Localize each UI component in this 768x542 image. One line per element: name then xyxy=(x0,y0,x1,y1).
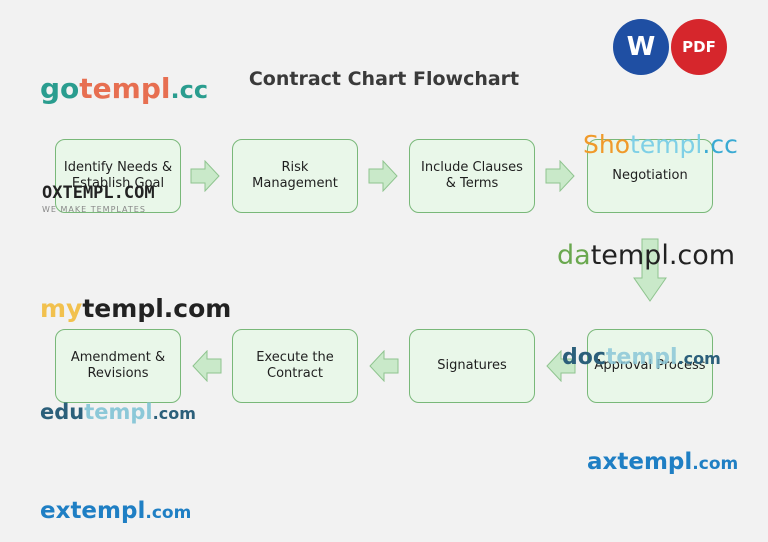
watermark-part: templ xyxy=(617,449,693,475)
flow-step-8: Amendment & Revisions xyxy=(55,329,181,403)
watermark-part: .com xyxy=(152,404,196,423)
watermark-extempl: extempl.com xyxy=(40,498,191,524)
flow-step-label: Negotiation xyxy=(612,168,688,183)
flow-step-1: Identify Needs & Establish Goal xyxy=(55,139,181,213)
watermark-datempl: datempl.com xyxy=(557,240,735,271)
flow-step-6: Signatures xyxy=(409,329,535,403)
watermark-part: templ xyxy=(70,498,146,524)
watermark-part: templ xyxy=(590,240,669,271)
pdf-icon[interactable]: PDF xyxy=(671,19,727,75)
flow-step-label: Signatures xyxy=(437,358,507,373)
watermark-part: .cc xyxy=(702,130,738,159)
pdf-badge-label: PDF xyxy=(682,38,716,56)
flow-step-label: Approval Process xyxy=(594,358,706,373)
flow-step-label: Execute the Contract xyxy=(256,350,334,381)
page-title: Contract Chart Flowchart xyxy=(248,68,520,90)
watermark-part: .com xyxy=(163,294,232,323)
watermark-part: go xyxy=(40,72,80,105)
watermark-part: doc xyxy=(562,345,606,370)
flow-step-7: Execute the Contract xyxy=(232,329,358,403)
watermark-part: .cc xyxy=(170,76,209,104)
watermark-gotempl: gotempl.cc xyxy=(40,72,208,105)
flow-step-2: Risk Management xyxy=(232,139,358,213)
watermark-edutempl: edutempl.com xyxy=(40,400,196,424)
watermark-axtempl: axtempl.com xyxy=(587,449,738,475)
watermark-part: templ xyxy=(79,72,171,105)
arrow-right-icon xyxy=(368,160,398,192)
watermark-shotempl: Shotempl.cc xyxy=(583,130,738,159)
watermark-part: .com xyxy=(692,454,739,474)
flow-step-label: Include Clauses & Terms xyxy=(421,160,523,191)
word-badge-label: W xyxy=(626,32,656,62)
flow-step-5: Approval Process xyxy=(587,329,713,403)
watermark-doctempl: doctempl.com xyxy=(562,345,721,370)
flow-step-label: Identify Needs & Establish Goal xyxy=(63,160,173,191)
watermark-part: .com xyxy=(677,349,721,368)
watermark-part: templ xyxy=(84,400,153,424)
watermark-part: templ xyxy=(630,130,703,159)
watermark-part: OXTEMPL.COM xyxy=(42,183,155,203)
watermark-part: edu xyxy=(40,400,85,424)
watermark-oxtempl: OXTEMPL.COM WE MAKE TEMPLATES xyxy=(42,183,155,214)
watermark-part: templ xyxy=(605,345,678,370)
arrow-right-icon xyxy=(190,160,220,192)
watermark-part: .com xyxy=(145,503,192,523)
watermark-part: ax xyxy=(587,449,618,475)
flow-step-label: Amendment & Revisions xyxy=(70,350,166,381)
arrow-down-icon xyxy=(633,238,667,302)
arrow-left-icon xyxy=(546,350,576,382)
watermark-part: .com xyxy=(668,240,736,271)
flow-step-3: Include Clauses & Terms xyxy=(409,139,535,213)
flow-step-label: Risk Management xyxy=(252,160,338,191)
watermark-part: Sho xyxy=(583,130,631,159)
watermark-part: templ xyxy=(82,294,164,323)
watermark-mytempl: mytempl.com xyxy=(40,294,231,323)
watermark-part: my xyxy=(40,294,83,323)
arrow-left-icon xyxy=(192,350,222,382)
arrow-right-icon xyxy=(545,160,575,192)
watermark-tagline: WE MAKE TEMPLATES xyxy=(42,205,146,214)
watermark-part: da xyxy=(557,240,591,271)
watermark-part: ex xyxy=(40,498,71,524)
word-icon[interactable]: W xyxy=(613,19,669,75)
arrow-left-icon xyxy=(369,350,399,382)
flow-step-4: Negotiation xyxy=(587,139,713,213)
